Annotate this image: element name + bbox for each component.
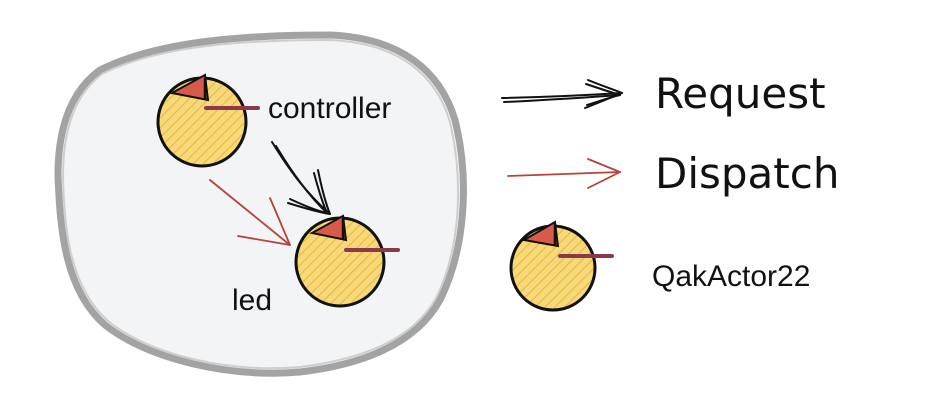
controller-label: controller (268, 92, 391, 125)
legend-actor-label: QakActor22 (652, 260, 810, 293)
legend-dispatch-label: Dispatch (655, 149, 839, 198)
request-arrow-controller-to-led (271, 141, 331, 215)
actor-controller (156, 73, 260, 168)
actor-led (294, 214, 400, 308)
legend-request-label: Request (655, 69, 826, 118)
context-boundary (54, 31, 467, 377)
legend-request-arrow (501, 79, 623, 109)
legend-dispatch-arrow (507, 158, 621, 189)
legend-actor-symbol (509, 220, 614, 312)
dispatch-arrow-controller-to-led (209, 179, 291, 246)
led-label: led (232, 284, 272, 317)
